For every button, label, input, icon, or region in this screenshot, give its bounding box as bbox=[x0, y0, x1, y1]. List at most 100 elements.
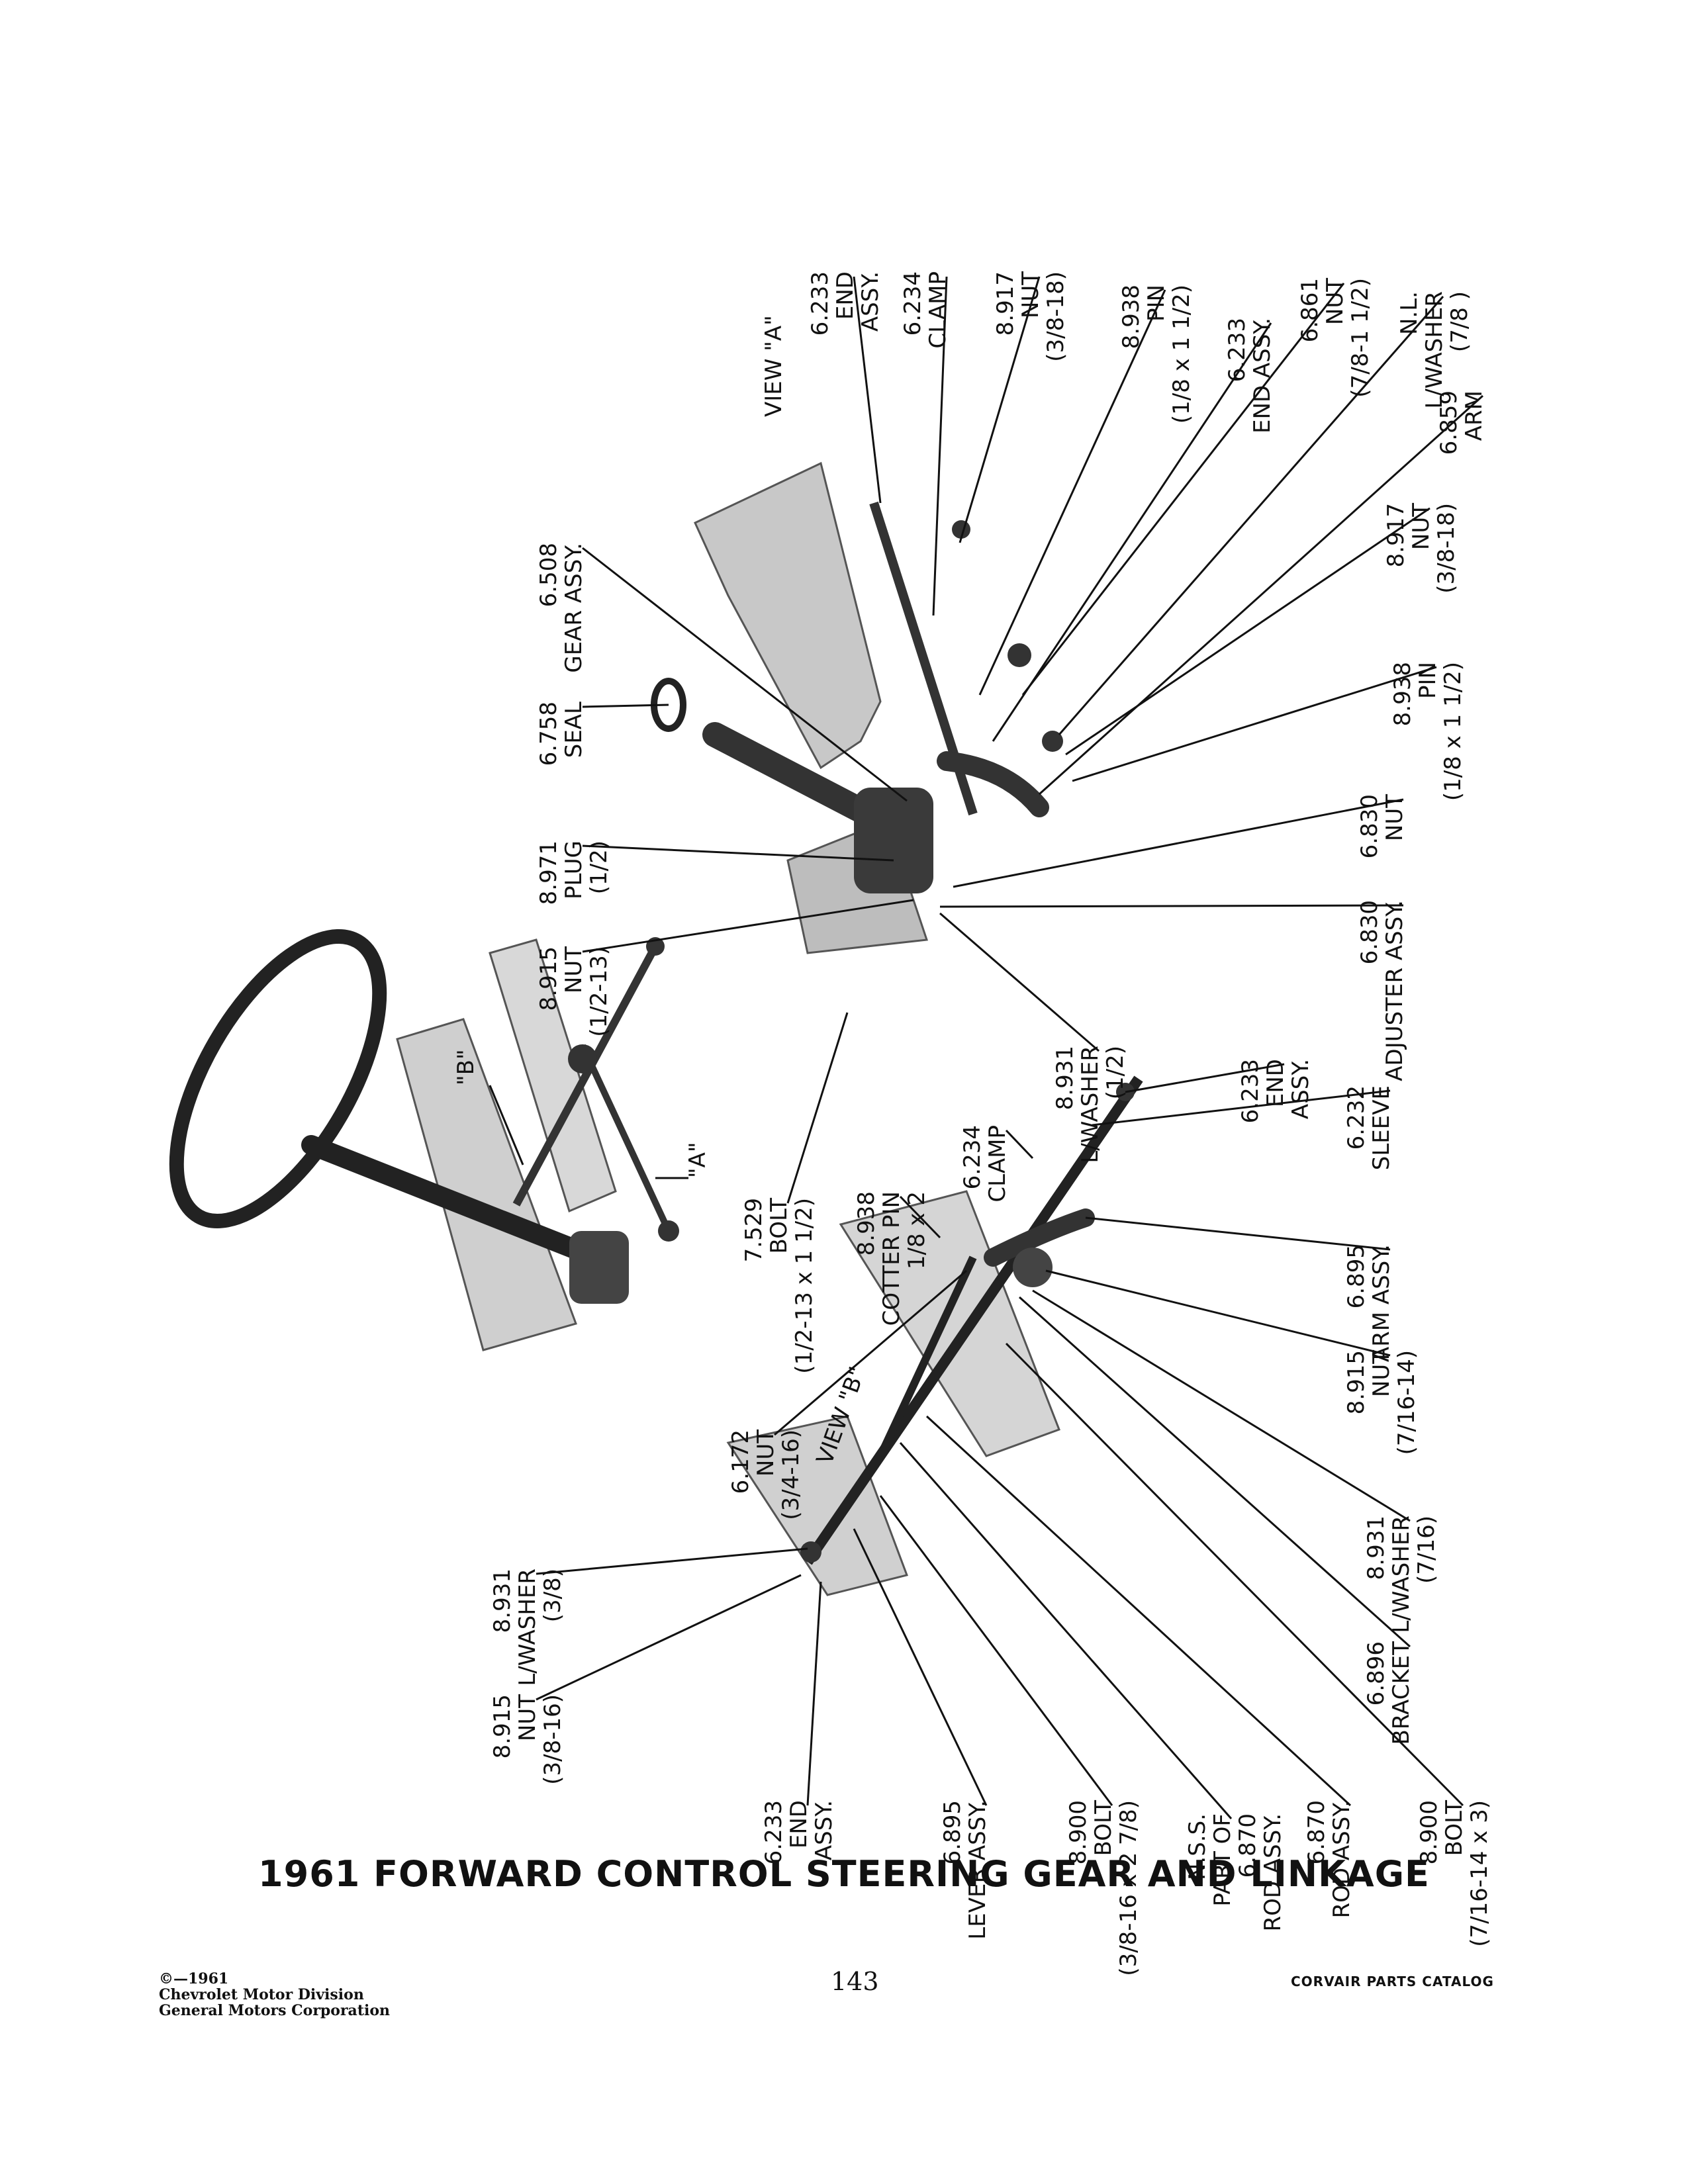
view-b-part-label-line: COTTER PIN bbox=[878, 1191, 905, 1326]
view-a-part-label-line: (1/2) bbox=[586, 841, 612, 894]
view-a-part-label-line: L/WASHER bbox=[1077, 1046, 1103, 1163]
view-b-part-label-line: 6.895 bbox=[1343, 1244, 1370, 1308]
view-b-part-label-line: 6.234 bbox=[959, 1125, 986, 1189]
view-b-leader-line bbox=[536, 1547, 808, 1575]
steering-wheel bbox=[169, 929, 387, 1228]
view-a-input-shaft bbox=[702, 722, 893, 833]
view-a-part-label-line: ASSY. bbox=[857, 271, 884, 332]
view-a-part-label-line: PIN bbox=[1143, 285, 1170, 322]
view-b-part-label-line: ROD ASSY. bbox=[1260, 1813, 1286, 1931]
view-b-part-label-line: (7/16-14 x 3) bbox=[1466, 1800, 1493, 1947]
overview-link-2 bbox=[579, 1044, 672, 1233]
view-a-part-label-line: 6.859 bbox=[1436, 390, 1462, 455]
view-b-part-label-line: ASSY. bbox=[1288, 1059, 1314, 1119]
view-b-part-label-line: N.S.S. bbox=[1184, 1813, 1211, 1880]
view-b-bracket-hub bbox=[1013, 1248, 1053, 1287]
view-a-leader-line bbox=[953, 798, 1404, 888]
view-b-leader-line bbox=[1092, 1089, 1391, 1126]
view-a-part-label-line: 6.830 bbox=[1356, 900, 1383, 964]
view-b-part-label-line: 6.870 bbox=[1303, 1800, 1330, 1864]
view-a-part-label-line: 8.931 bbox=[1052, 1046, 1078, 1110]
view-b-part-label-line: (3/8-16) bbox=[539, 1694, 566, 1785]
view-b-part-label-line: 8.900 bbox=[1065, 1800, 1092, 1864]
view-a-part-label-line: L/WASHER bbox=[1421, 291, 1448, 409]
view-b-leader-line bbox=[786, 1012, 849, 1204]
view-b-part-label-line: (3/8-16 x 2 7/8) bbox=[1115, 1800, 1142, 1976]
view-b-part-label-line: (3/8) bbox=[539, 1569, 566, 1622]
view-a-part-label-line: (7/8 ) bbox=[1446, 291, 1473, 352]
view-b-part-label-line: 8.900 bbox=[1416, 1800, 1442, 1864]
view-b-part-label-line: 8.931 bbox=[1363, 1516, 1389, 1580]
view-b-leader-line bbox=[1125, 1063, 1285, 1093]
view-a-part-label-line: (1/8 x 1 1/2) bbox=[1440, 662, 1466, 801]
view-a-part-label-line: 6.233 bbox=[807, 271, 833, 336]
view-b-part-label-line: 8.915 bbox=[1343, 1350, 1370, 1414]
view-b-part-label-line: BOLT bbox=[1441, 1800, 1468, 1856]
page-title: 1961 FORWARD CONTROL STEERING GEAR AND L… bbox=[258, 1853, 1430, 1895]
view-b-part-label-line: 6.896 bbox=[1363, 1641, 1389, 1706]
view-a-pitman-arm bbox=[937, 751, 1049, 817]
steering-column bbox=[301, 1135, 606, 1267]
view-b-part-label-line: 8.915 bbox=[489, 1694, 516, 1758]
view-a-part-label-line: NUT bbox=[1322, 278, 1348, 325]
catalog-name: CORVAIR PARTS CATALOG bbox=[1291, 1974, 1494, 1989]
view-a-part-label-line: 8.915 bbox=[536, 946, 562, 1011]
view-a-leader-line bbox=[1038, 394, 1484, 796]
view-a-nut-2 bbox=[1008, 643, 1031, 667]
view-b-part-label-line: L/WASHER bbox=[514, 1569, 541, 1686]
view-a-part-label-line: NUT bbox=[561, 946, 587, 993]
frame-rail-1 bbox=[396, 1018, 577, 1351]
view-a-leader-line bbox=[939, 904, 1404, 908]
view-b-leader-line bbox=[1045, 1269, 1391, 1357]
view-a-leader-line bbox=[939, 912, 1100, 1052]
view-a-label: VIEW "A" bbox=[761, 315, 787, 417]
view-a-part-label: N.L.L/WASHER(7/8 ) bbox=[1396, 291, 1473, 409]
view-b-part-label-line: ASSY. bbox=[811, 1800, 837, 1860]
view-b-part-label-line: 8.931 bbox=[489, 1569, 516, 1633]
view-a-part-label-line: N.L. bbox=[1396, 291, 1423, 335]
overview-gearbox bbox=[569, 1231, 629, 1304]
view-a-frame-upper bbox=[694, 461, 882, 770]
view-a-part-label-line: (3/8-18) bbox=[1043, 271, 1069, 362]
view-a-part-label-line: NUT bbox=[1017, 271, 1044, 318]
view-b-end-2 bbox=[800, 1541, 821, 1563]
view-b-leader-line bbox=[1032, 1289, 1411, 1522]
view-a-part-label-line: (1/8 x 1 1/2) bbox=[1168, 285, 1195, 424]
overview-illustration: "B" "A" bbox=[169, 929, 711, 1351]
view-b-part-label-line: (3/4-16) bbox=[778, 1430, 804, 1520]
view-a-leader-line bbox=[992, 322, 1272, 742]
view-a-part-label-line: (1/2) bbox=[1102, 1046, 1129, 1099]
view-a-part-label-line: PLUG bbox=[561, 841, 587, 899]
view-a-part-label-line: (1/2-13) bbox=[586, 946, 612, 1037]
view-a-part-label-line: SEAL bbox=[561, 702, 587, 758]
view-b-arm bbox=[984, 1208, 1095, 1267]
overview-link-1 bbox=[512, 944, 659, 1206]
overview-joint-3 bbox=[658, 1220, 679, 1242]
view-b-leader-line bbox=[899, 1442, 1233, 1819]
view-b-part-label-line: (7/16) bbox=[1413, 1516, 1440, 1584]
view-a-leader-line bbox=[582, 899, 914, 953]
view-a-part-label-line: ADJUSTER ASSY. bbox=[1382, 900, 1408, 1081]
view-b-part-label-line: (1/2-13 x 1 1/2) bbox=[791, 1198, 818, 1374]
view-b-part-label-line: END bbox=[786, 1800, 812, 1848]
view-b-part-label-line: SLEEVE bbox=[1368, 1085, 1395, 1170]
view-b-part-label-line: 6.870 bbox=[1235, 1813, 1261, 1878]
view-b-part-label-line: CLAMP bbox=[984, 1125, 1011, 1203]
view-b-leader-line bbox=[853, 1528, 988, 1806]
